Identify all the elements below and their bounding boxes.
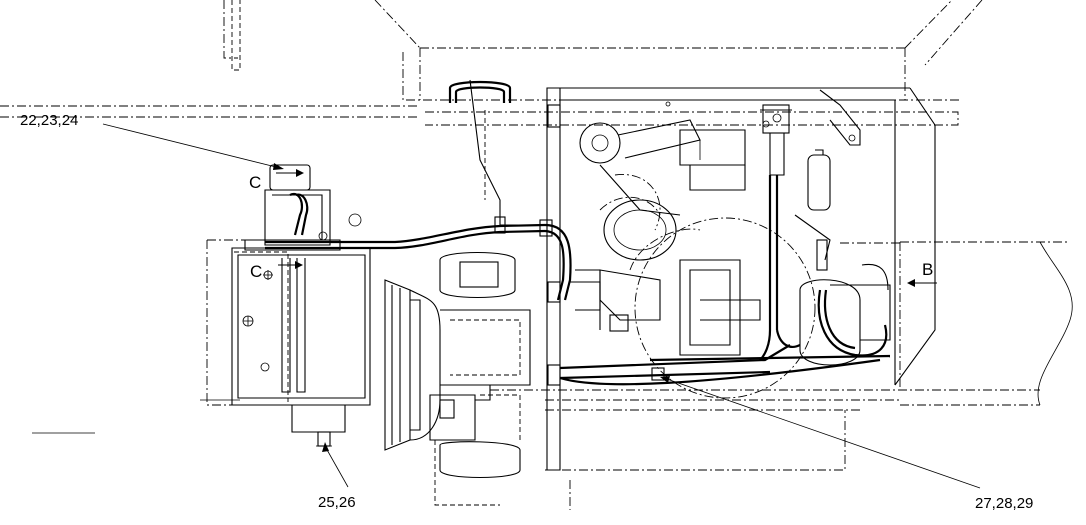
view-indicators: C C B: [249, 169, 937, 287]
leader-arrowhead-icon: [322, 442, 329, 452]
control-box-assembly: [231, 164, 371, 447]
leader-arrowhead-icon: [273, 163, 284, 170]
leader-lines: [102, 123, 981, 489]
callout-27-28-29: 27,28,29: [975, 495, 1033, 512]
arrowhead-icon: [296, 169, 304, 177]
view-label-c-lower: C: [250, 262, 262, 281]
callout-25-26: 25,26: [318, 494, 356, 511]
engine-block: [469, 79, 936, 471]
leader-line-22: [102, 123, 281, 169]
view-label-b: B: [922, 260, 933, 279]
leader-line-25: [325, 447, 349, 488]
view-label-c-upper: C: [249, 173, 261, 192]
callouts: 22,23,24 25,26 27,28,29: [20, 112, 1033, 512]
transmission-housing: [384, 251, 531, 506]
callout-22-23-24: 22,23,24: [20, 112, 78, 129]
frame-brackets: [484, 101, 770, 386]
arrowhead-icon: [295, 261, 303, 269]
wire-harness: [265, 80, 891, 386]
right-mount: [799, 89, 891, 366]
phantom-outlines: [0, 0, 1073, 510]
leader-line-27: [663, 377, 981, 489]
arrowhead-icon: [907, 279, 915, 287]
fuel-filter: [760, 104, 831, 330]
leader-arrowhead-icon: [660, 376, 670, 383]
flywheel-outline: [599, 174, 816, 399]
